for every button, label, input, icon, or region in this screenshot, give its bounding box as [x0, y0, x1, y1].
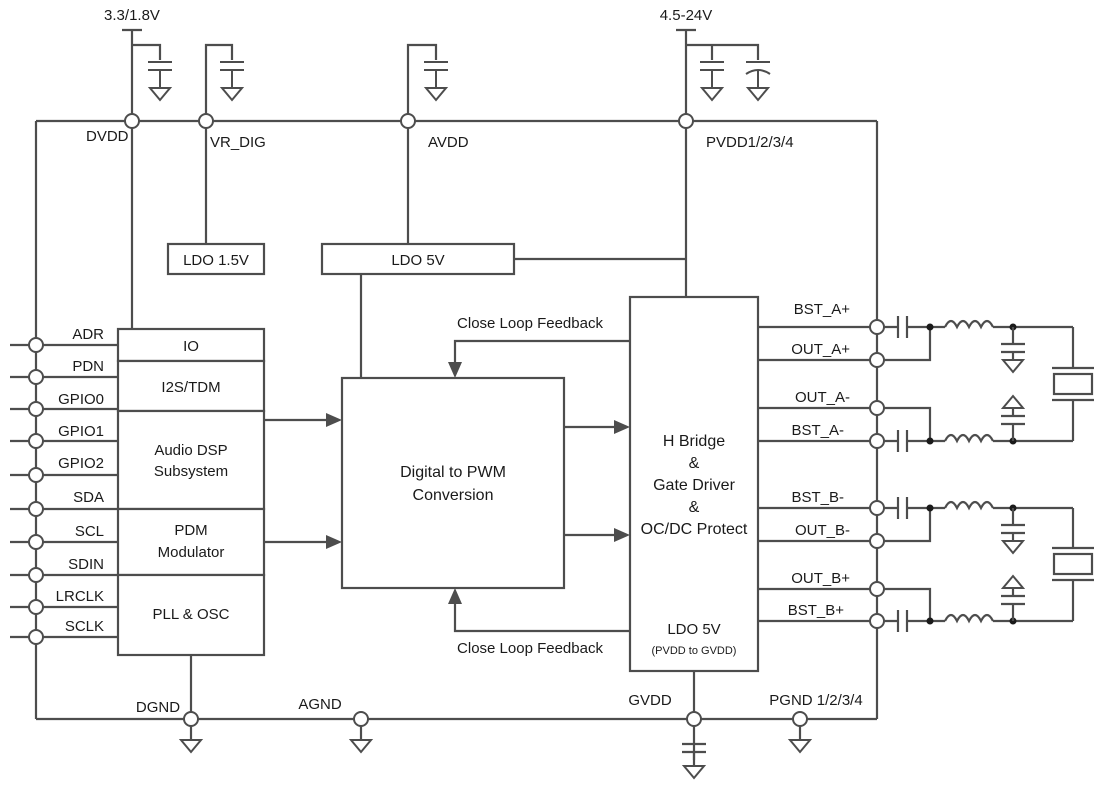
pin-label-gpio2: GPIO2 — [58, 455, 104, 472]
ldo-5v-block: LDO 5V — [320, 242, 516, 276]
feedback-top: Close Loop Feedback — [448, 315, 630, 378]
ground-symbol — [423, 61, 449, 102]
pwm-to-hbridge-arrow-bottom — [564, 528, 630, 542]
feedback-bottom-label: Close Loop Feedback — [457, 640, 603, 657]
pvdd-label: PVDD1/2/3/4 — [706, 134, 794, 151]
ldo-gvdd-note: (PVDD to GVDD) — [652, 645, 737, 657]
dsp-to-pwm-arrow — [264, 413, 342, 427]
hbridge-label-line2: & — [689, 455, 700, 472]
audio-dsp-label-line1: Audio DSP — [154, 442, 227, 459]
vr-dig-decoupling — [204, 43, 245, 114]
left-pins: ADR PDN GPIO0 GPIO1 GPIO2 SDA SCL SDIN L… — [10, 326, 118, 645]
avdd-decoupling — [406, 43, 449, 114]
dvdd-label: DVDD — [86, 128, 129, 145]
logic-supply-label: 3.3/1.8V — [104, 7, 160, 24]
vr-dig-pin — [198, 113, 214, 129]
avdd-pin — [400, 113, 416, 129]
pin-label-pdn: PDN — [72, 358, 104, 375]
output-filter-a — [877, 316, 1094, 452]
vr-dig-label: VR_DIG — [210, 134, 266, 151]
i2s-tdm-block: I2S/TDM — [116, 359, 266, 413]
right-pins: BST_A+ OUT_A+ OUT_A- BST_A- BST_B- OUT_B… — [758, 301, 877, 623]
pin-label-bst-a-plus: BST_A+ — [794, 301, 851, 318]
pin-label-out-b-minus: OUT_B- — [795, 522, 850, 539]
power-supply-input: 4.5-24V — [660, 7, 771, 114]
pgnd-pin: PGND 1/2/3/4 — [769, 692, 863, 754]
pwm-to-hbridge-arrow-top — [564, 420, 630, 434]
audio-dsp-block: Audio DSP Subsystem — [116, 409, 266, 511]
pdm-label-line1: PDM — [174, 522, 207, 539]
ground-symbol — [219, 61, 245, 102]
pdm-to-pwm-arrow — [264, 535, 342, 549]
avdd-label: AVDD — [428, 134, 469, 151]
agnd-pin: AGND — [298, 696, 374, 754]
io-block: IO — [116, 327, 266, 363]
dgnd-pin: DGND — [136, 699, 204, 754]
gvdd-label: GVDD — [628, 692, 672, 709]
pwm-label-line1: Digital to PWM — [400, 464, 506, 481]
ldo-gvdd-label: LDO 5V — [667, 621, 720, 638]
pwm-label-line2: Conversion — [413, 487, 494, 504]
hbridge-label-line3: Gate Driver — [653, 477, 735, 494]
feedback-top-label: Close Loop Feedback — [457, 315, 603, 332]
ground-symbol — [699, 61, 725, 102]
ldo-1v5-label: LDO 1.5V — [183, 252, 249, 269]
audio-dsp-label-line2: Subsystem — [154, 463, 228, 480]
pdm-label-line2: Modulator — [158, 544, 225, 561]
i2s-tdm-label: I2S/TDM — [161, 379, 220, 396]
pll-osc-block: PLL & OSC — [116, 573, 266, 657]
output-filter-b — [877, 497, 1094, 632]
hbridge-label-line4: & — [689, 499, 700, 516]
pin-label-out-b-plus: OUT_B+ — [791, 570, 850, 587]
pvdd-pin — [678, 113, 694, 129]
pin-label-bst-b-plus: BST_B+ — [788, 602, 845, 619]
agnd-label: AGND — [298, 696, 342, 713]
pin-label-sclk: SCLK — [65, 618, 104, 635]
logic-supply-input: 3.3/1.8V — [104, 7, 173, 114]
pin-label-lrclk: LRCLK — [56, 588, 104, 605]
pwm-conversion-block: Digital to PWM Conversion — [340, 376, 566, 590]
ground-symbol — [745, 61, 771, 102]
pin-label-sda: SDA — [73, 489, 104, 506]
io-label: IO — [183, 338, 199, 355]
power-supply-label: 4.5-24V — [660, 7, 713, 24]
ground-symbol — [147, 61, 173, 102]
dvdd-pin — [124, 113, 140, 129]
pin-label-bst-a-minus: BST_A- — [791, 422, 844, 439]
gvdd-pin: GVDD — [628, 692, 707, 780]
pll-osc-label: PLL & OSC — [153, 606, 230, 623]
pin-label-sdin: SDIN — [68, 556, 104, 573]
pin-label-bst-b-minus: BST_B- — [791, 489, 844, 506]
hbridge-label-line5: OC/DC Protect — [641, 521, 748, 538]
pgnd-label: PGND 1/2/3/4 — [769, 692, 862, 709]
dgnd-label: DGND — [136, 699, 180, 716]
pin-label-adr: ADR — [72, 326, 104, 343]
feedback-bottom: Close Loop Feedback — [448, 588, 630, 657]
pin-label-gpio1: GPIO1 — [58, 423, 104, 440]
ldo-1v5-block: LDO 1.5V — [166, 242, 266, 276]
pin-label-out-a-minus: OUT_A- — [795, 389, 850, 406]
hbridge-label-line1: H Bridge — [663, 433, 725, 450]
pin-label-gpio0: GPIO0 — [58, 391, 104, 408]
ldo-5v-label: LDO 5V — [391, 252, 444, 269]
pdm-modulator-block: PDM Modulator — [116, 507, 266, 577]
pin-label-out-a-plus: OUT_A+ — [791, 341, 850, 358]
pin-label-scl: SCL — [75, 523, 104, 540]
hbridge-block: H Bridge & Gate Driver & OC/DC Protect L… — [628, 295, 760, 673]
